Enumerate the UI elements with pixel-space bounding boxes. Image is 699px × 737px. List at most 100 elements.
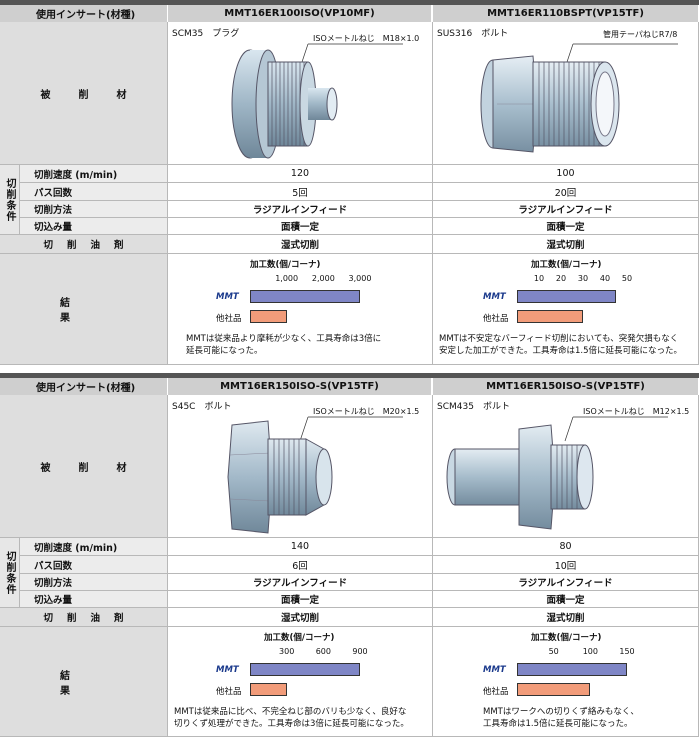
speed-right: 100 xyxy=(433,165,699,183)
tick-label: 40 xyxy=(599,274,611,283)
note-line-1: MMTは不安定なバーフィード切削においても、突発欠損もなく xyxy=(439,334,679,344)
tick-label: 20 xyxy=(555,274,567,283)
bar-other xyxy=(250,683,287,696)
material-label: SUS316 ボルト xyxy=(437,29,509,39)
tick-label: 600 xyxy=(315,647,331,656)
passes-left: 5回 xyxy=(168,183,433,201)
speed-right: 80 xyxy=(433,538,699,556)
result-note: MMTはワークへの切りくず絡みもなく、 工具寿命は1.5倍に延長可能になった。 xyxy=(483,706,639,730)
tick-label: 10 xyxy=(533,274,545,283)
coolant-left: 湿式切削 xyxy=(168,235,433,254)
depth-right: 面積一定 xyxy=(433,591,699,608)
bar-mmt xyxy=(250,290,360,303)
speed-left: 140 xyxy=(168,538,433,556)
note-line-1: MMTはワークへの切りくず絡みもなく、 xyxy=(483,707,639,717)
bar-mmt xyxy=(517,290,616,303)
tick-label: 50 xyxy=(621,274,633,283)
legend-other: 他社品 xyxy=(483,314,509,324)
row-label-coolant: 切削油剤 xyxy=(0,608,168,627)
legend-other: 他社品 xyxy=(483,687,509,697)
panel-topbar xyxy=(0,0,699,5)
note-line-1: MMTは従来品より摩耗が少なく、工具寿命は3倍に xyxy=(186,334,382,344)
result-note: MMTは不安定なバーフィード切削においても、突発欠損もなく 安定した加工ができた… xyxy=(439,333,682,357)
bolt-illustration xyxy=(446,416,668,530)
legend-mmt: MMT xyxy=(483,292,506,302)
header-insert-label: 使用インサート(材種) xyxy=(0,378,168,395)
note-line-2: 切りくず処理ができた。工具寿命は3倍に延長可能になった。 xyxy=(174,719,409,729)
material-label: SCM35 プラグ xyxy=(172,29,240,39)
header-insert-label: 使用インサート(材種) xyxy=(0,5,168,22)
row-label-method: 切削方法 xyxy=(20,201,168,218)
panel-2: 使用インサート(材種) MMT16ER150ISO-S(VP15TF) MMT 1… xyxy=(0,373,699,737)
work-image-right: SCM435 ボルト ISOメートルねじ M12×1.5 xyxy=(433,395,699,538)
tick-label: 3,000 xyxy=(348,274,372,283)
work-image-left: S45C ボルト ISOメートルねじ M20×1.5 xyxy=(168,395,433,538)
bar-mmt xyxy=(250,663,360,676)
bar-other xyxy=(517,310,583,323)
passes-right: 20回 xyxy=(433,183,699,201)
note-line-2: 工具寿命は1.5倍に延長可能になった。 xyxy=(483,719,633,729)
bolt-illustration xyxy=(227,416,403,534)
bar-mmt xyxy=(517,663,627,676)
panel-1: 使用インサート(材種) MMT16ER100ISO(VP10MF) MMT16E… xyxy=(0,0,699,365)
coolant-right: 湿式切削 xyxy=(433,608,699,627)
header-insert-right: MMT16ER110BSPT(VP15TF) xyxy=(433,5,699,22)
chart-title: 加工数(個/コーナ) xyxy=(531,633,602,643)
thread-callout: 管用テーパねじR7/8 xyxy=(603,30,678,39)
cutting-conditions-label: 切削条件 xyxy=(0,538,20,608)
note-line-2: 延長可能になった。 xyxy=(186,346,263,356)
plug-illustration xyxy=(231,43,403,159)
bar-other xyxy=(517,683,591,696)
tick-label: 30 xyxy=(577,274,589,283)
tick-label: 50 xyxy=(548,647,559,656)
work-image-left: SCM35 プラグ ISOメートルねじ M18×1.0 xyxy=(168,22,433,165)
tick-label: 1,000 xyxy=(275,274,299,283)
tick-label: 150 xyxy=(619,647,635,656)
method-right: ラジアルインフィード xyxy=(433,201,699,218)
result-right: 加工数(個/コーナ) 10 20 30 40 50 MMT 他社品 MMTは不安定なバー… xyxy=(433,254,699,365)
speed-left: 120 xyxy=(168,165,433,183)
result-note: MMTは従来品より摩耗が少なく、工具寿命は3倍に 延長可能になった。 xyxy=(186,333,381,357)
work-label: 被削材 xyxy=(0,22,168,165)
thread-callout: ISOメートルねじ M20×1.5 xyxy=(313,407,420,416)
header-insert-right: MMT16ER150ISO-S(VP15TF) xyxy=(433,378,699,395)
depth-left: 面積一定 xyxy=(168,591,433,608)
depth-left: 面積一定 xyxy=(168,218,433,235)
method-left: ラジアルインフィード xyxy=(168,201,433,218)
tick-label: 2,000 xyxy=(311,274,335,283)
row-label-coolant: 切削油剤 xyxy=(0,235,168,254)
bar-other xyxy=(250,310,287,323)
row-label-depth: 切込み量 xyxy=(20,591,168,608)
result-label: 結果 xyxy=(0,627,168,737)
tick-label: 300 xyxy=(279,647,295,656)
result-label: 結果 xyxy=(0,254,168,365)
coolant-left: 湿式切削 xyxy=(168,608,433,627)
method-left: ラジアルインフィード xyxy=(168,574,433,591)
material-label: S45C ボルト xyxy=(172,402,232,412)
chart-title: 加工数(個/コーナ) xyxy=(531,260,602,270)
row-label-passes: パス回数 xyxy=(20,556,168,574)
cutting-conditions-label: 切削条件 xyxy=(0,165,20,235)
legend-other: 他社品 xyxy=(216,687,242,697)
legend-mmt: MMT xyxy=(216,665,239,675)
coolant-right: 湿式切削 xyxy=(433,235,699,254)
depth-right: 面積一定 xyxy=(433,218,699,235)
thread-callout: ISOメートルねじ M12×1.5 xyxy=(583,407,690,416)
legend-other: 他社品 xyxy=(216,314,242,324)
work-label: 被削材 xyxy=(0,395,168,538)
row-label-method: 切削方法 xyxy=(20,574,168,591)
row-label-speed: 切削速度 (m/min) xyxy=(20,538,168,556)
panel-topbar xyxy=(0,373,699,378)
legend-mmt: MMT xyxy=(216,292,239,302)
legend-mmt: MMT xyxy=(483,665,506,675)
row-label-speed: 切削速度 (m/min) xyxy=(20,165,168,183)
method-right: ラジアルインフィード xyxy=(433,574,699,591)
note-line-1: MMTは従来品に比べ、不完全ねじ部のバリも少なく、良好な xyxy=(174,707,407,717)
row-label-passes: パス回数 xyxy=(20,183,168,201)
header-insert-left: MMT16ER100ISO(VP10MF) xyxy=(168,5,432,22)
bolt-illustration xyxy=(480,43,678,153)
tick-label: 900 xyxy=(352,647,368,656)
